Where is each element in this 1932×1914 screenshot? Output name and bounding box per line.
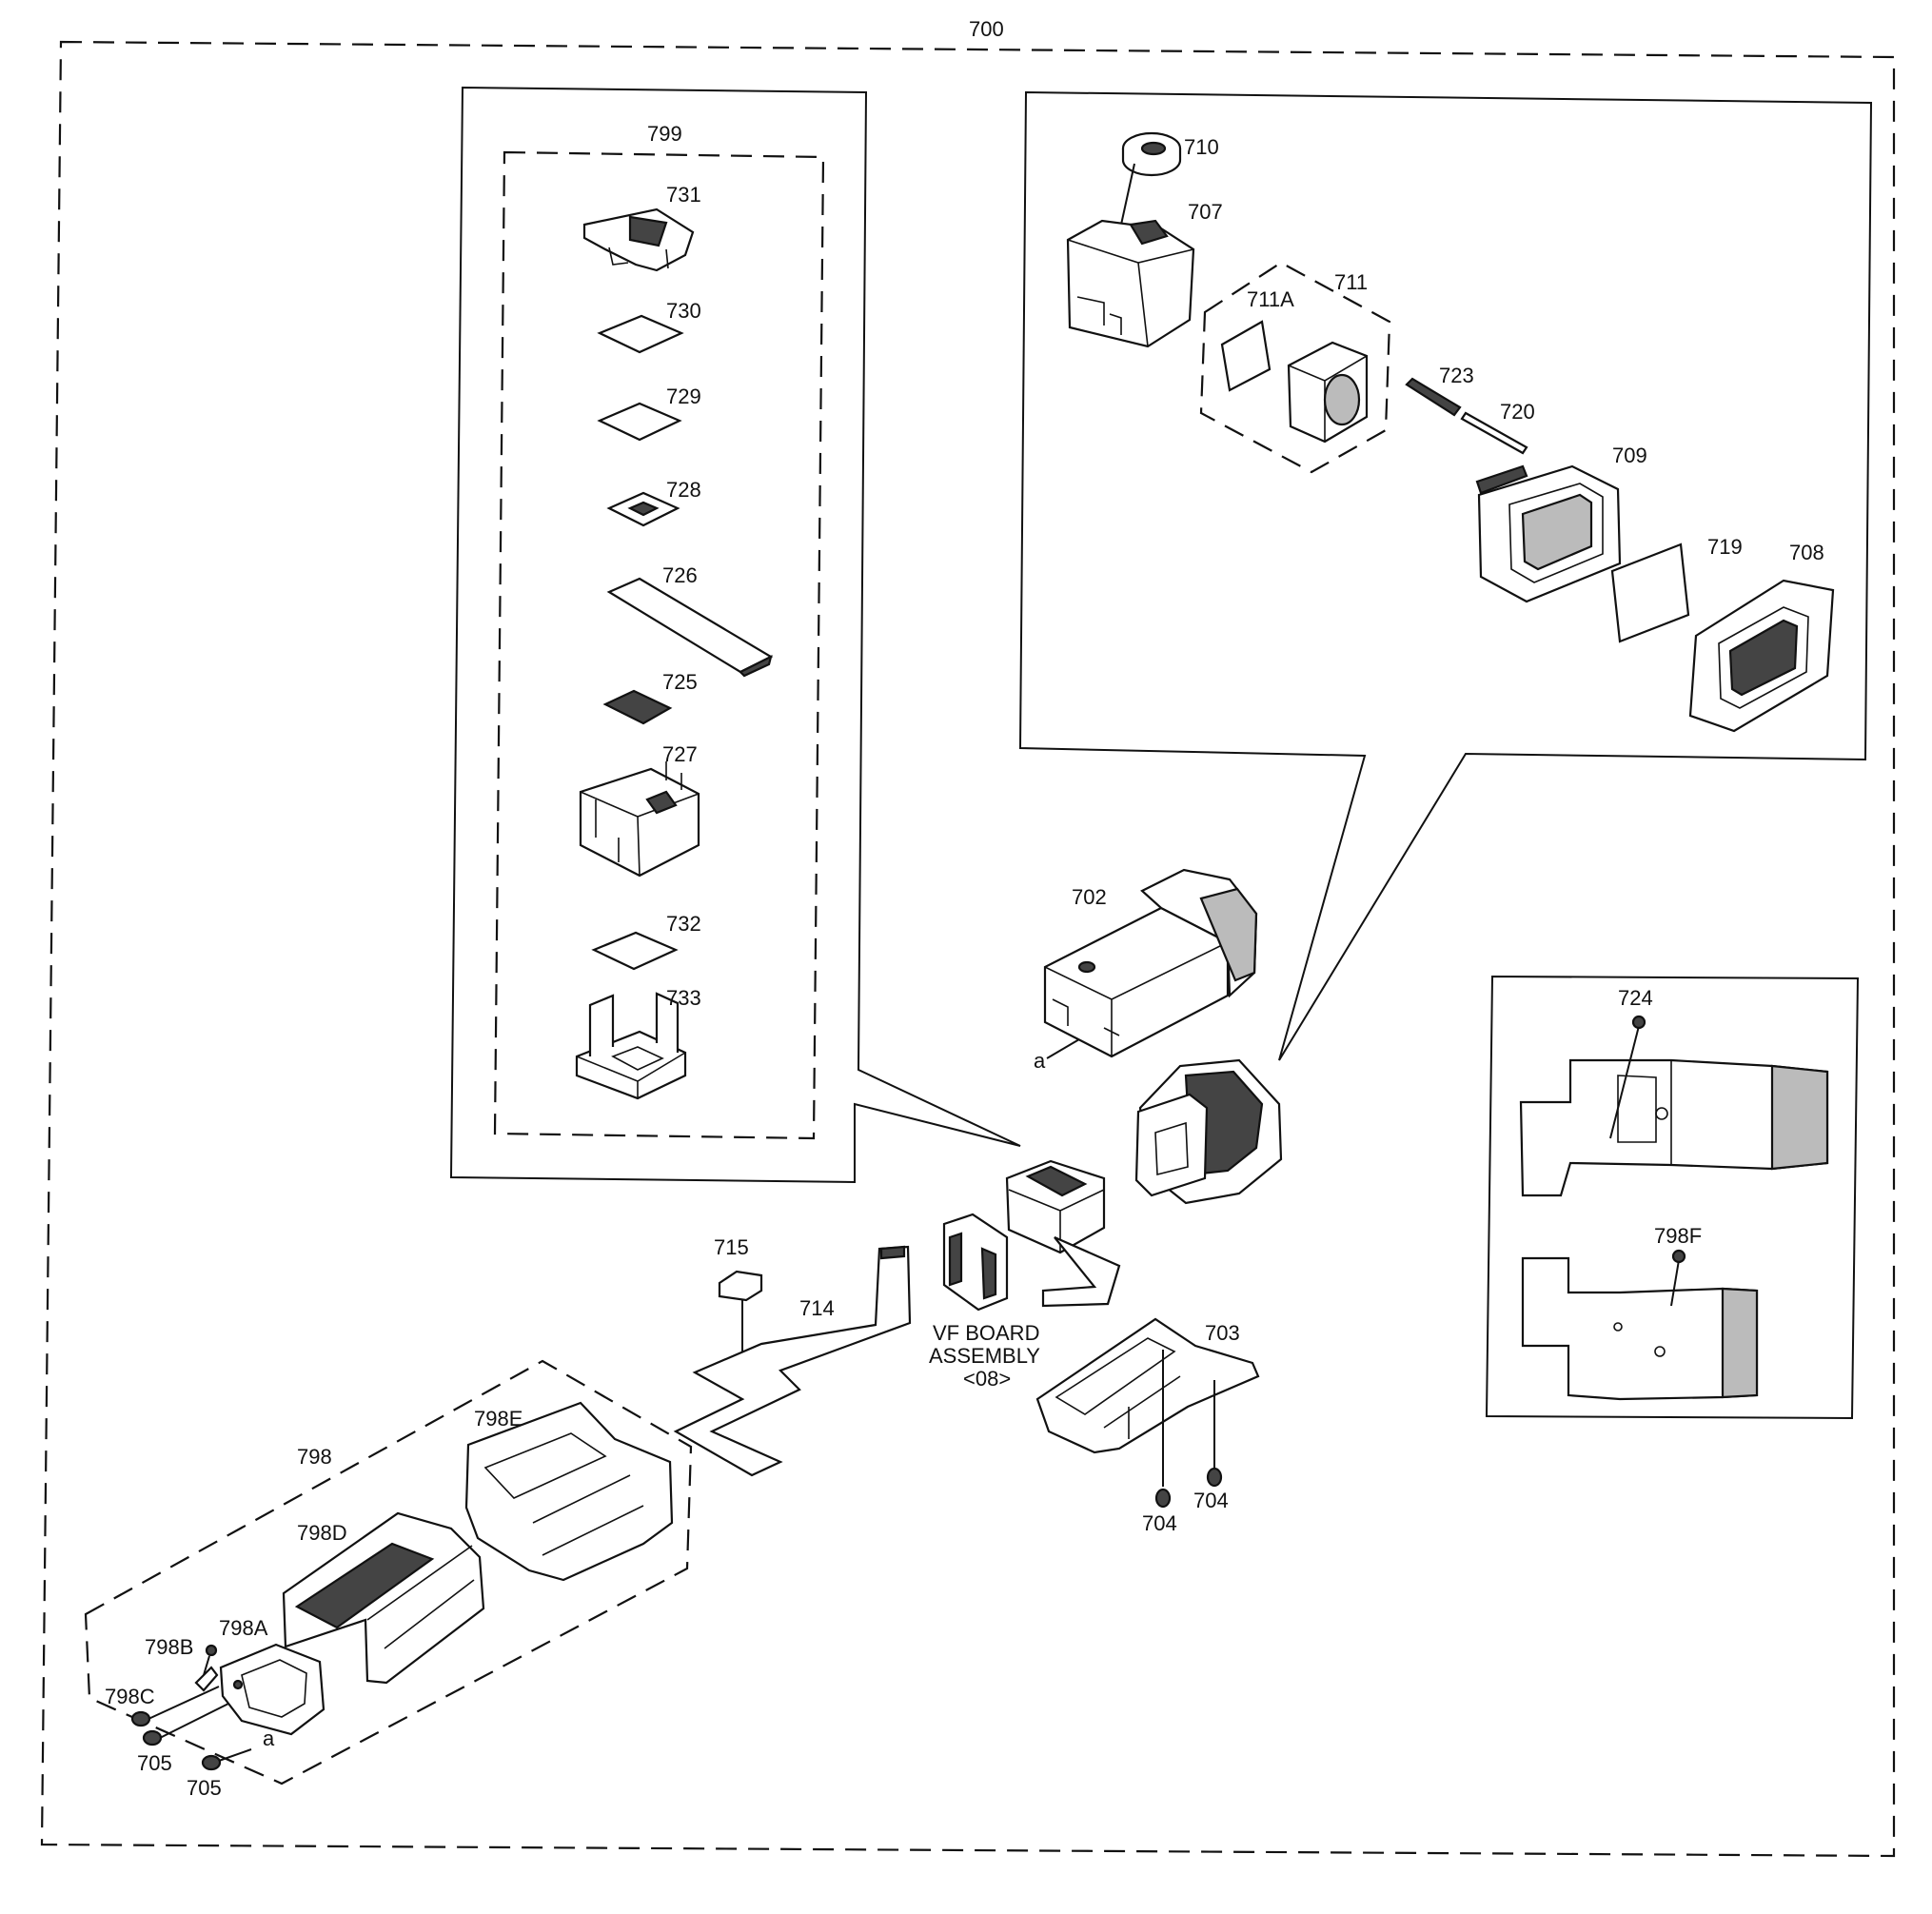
part-720 <box>1460 411 1528 455</box>
part-705-right <box>201 1748 252 1771</box>
part-732 <box>591 931 679 971</box>
label-724: 724 <box>1618 986 1653 1010</box>
label-730: 730 <box>666 299 701 323</box>
label-798a: 798A <box>219 1616 268 1640</box>
part-711 <box>1287 341 1369 444</box>
outer-assembly-boundary <box>40 40 1896 1858</box>
inset-box <box>1485 975 1860 1420</box>
label-a-702: a <box>1034 1049 1046 1073</box>
part-725 <box>602 689 673 725</box>
part-707 <box>1066 219 1195 348</box>
part-719 <box>1610 543 1690 643</box>
part-729 <box>597 402 682 442</box>
label-702: 702 <box>1072 885 1107 909</box>
inset-assembly-top <box>1519 1015 1829 1197</box>
label-731: 731 <box>666 183 701 207</box>
label-725: 725 <box>662 670 698 694</box>
label-719: 719 <box>1707 535 1743 559</box>
label-704-right: 704 <box>1193 1489 1229 1512</box>
leader-a-702 <box>1046 1038 1080 1059</box>
label-705-right: 705 <box>187 1776 222 1800</box>
label-732: 732 <box>666 912 701 936</box>
label-vf-board-3: <08> <box>963 1367 1011 1391</box>
callout-box-right <box>1018 90 1873 1061</box>
holder-assembled <box>1005 1159 1121 1308</box>
part-798b <box>194 1644 219 1692</box>
label-733: 733 <box>666 986 701 1010</box>
viewfinder-unit-assembled <box>1134 1058 1283 1205</box>
part-702 <box>1043 868 1258 1058</box>
label-715: 715 <box>714 1235 749 1259</box>
label-709: 709 <box>1612 444 1647 467</box>
part-704-right <box>1206 1380 1223 1488</box>
label-729: 729 <box>666 385 701 408</box>
label-711: 711 <box>1334 270 1368 294</box>
part-798c <box>130 1686 220 1727</box>
label-704-left: 704 <box>1142 1511 1177 1535</box>
inset-assembly-bottom <box>1521 1249 1759 1401</box>
part-703 <box>1035 1317 1260 1454</box>
part-708 <box>1688 579 1835 733</box>
part-726 <box>606 577 774 678</box>
label-711a: 711A <box>1247 287 1294 311</box>
part-715 <box>718 1270 763 1302</box>
callout-box-left <box>449 86 1021 1184</box>
part-711a <box>1220 320 1272 392</box>
label-723: 723 <box>1439 364 1474 387</box>
part-733 <box>575 992 687 1100</box>
label-705-left: 705 <box>137 1751 172 1775</box>
part-798a <box>219 1643 325 1736</box>
label-710: 710 <box>1184 135 1219 159</box>
part-727 <box>579 761 700 878</box>
label-798d: 798D <box>297 1521 347 1545</box>
label-727: 727 <box>662 742 698 766</box>
label-708: 708 <box>1789 541 1824 564</box>
label-798: 798 <box>297 1445 332 1469</box>
part-709 <box>1475 464 1622 603</box>
label-798c: 798C <box>105 1685 155 1708</box>
label-a-798: a <box>263 1727 275 1750</box>
part-714 <box>673 1245 912 1477</box>
part-728 <box>606 491 680 527</box>
sub-assembly-798-boundary <box>84 1359 693 1786</box>
label-798f: 798F <box>1654 1224 1702 1248</box>
label-799: 799 <box>647 122 682 146</box>
label-720: 720 <box>1500 400 1535 424</box>
part-710 <box>1120 131 1182 226</box>
part-731 <box>582 207 695 272</box>
label-vf-board-1: VF BOARD <box>933 1321 1039 1345</box>
label-vf-board-2: ASSEMBLY <box>929 1344 1040 1368</box>
label-728: 728 <box>666 478 701 502</box>
label-726: 726 <box>662 563 698 587</box>
label-714: 714 <box>799 1296 835 1320</box>
sub-assembly-711-boundary <box>1199 261 1391 474</box>
bracket-plate <box>942 1213 1009 1312</box>
part-705-left <box>142 1703 229 1746</box>
part-723 <box>1405 377 1462 417</box>
label-707: 707 <box>1188 200 1223 224</box>
part-798d <box>282 1511 485 1685</box>
label-703: 703 <box>1205 1321 1240 1345</box>
part-704-left <box>1154 1350 1172 1509</box>
label-700: 700 <box>969 17 1004 41</box>
sub-assembly-799-boundary <box>493 150 825 1140</box>
part-798e <box>464 1401 674 1582</box>
label-798b: 798B <box>145 1635 193 1659</box>
part-730 <box>597 314 684 354</box>
